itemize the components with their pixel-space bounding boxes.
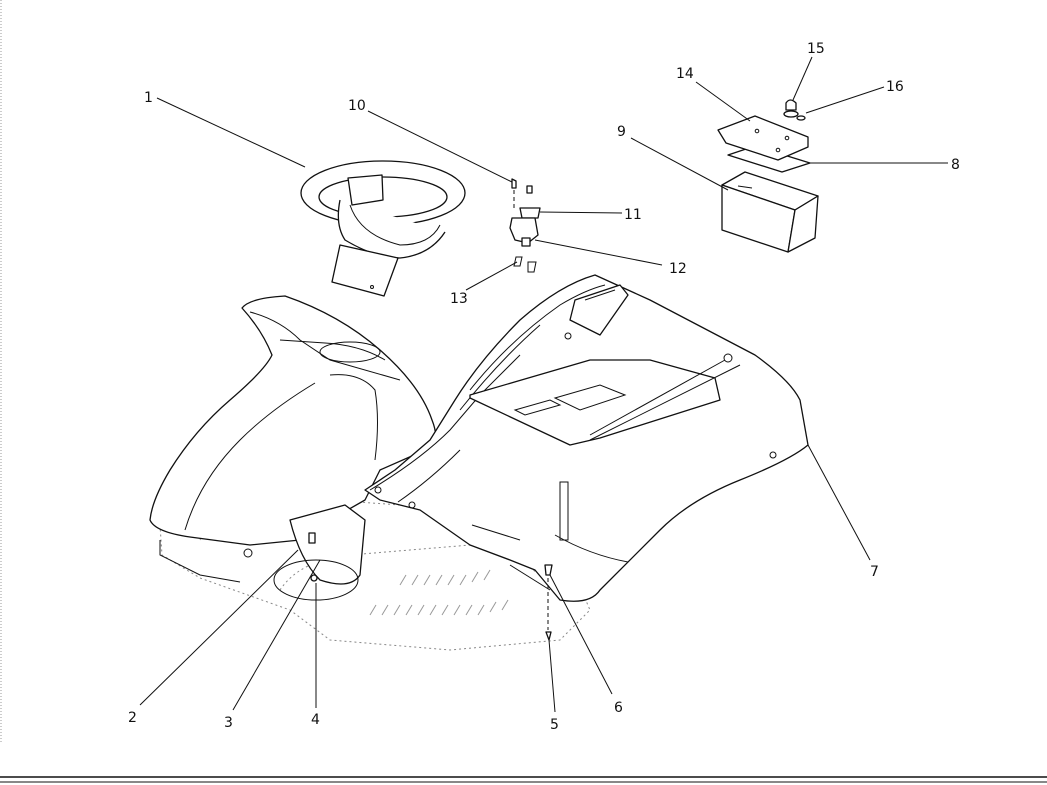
callout-9: 9 — [617, 124, 626, 140]
mounting-hardware — [308, 532, 553, 641]
dash-panel-left — [149, 295, 437, 601]
battery-tray — [469, 353, 741, 446]
callout-6: 6 — [614, 700, 623, 716]
battery-box — [721, 171, 819, 253]
ignition-switch — [509, 178, 541, 273]
callout-labels: 1 2 3 4 5 6 7 8 9 10 11 12 13 14 15 16 — [128, 41, 960, 733]
callout-3: 3 — [224, 715, 233, 731]
steering-wheel — [300, 160, 466, 297]
callout-2: 2 — [128, 710, 137, 726]
callout-1: 1 — [144, 90, 153, 106]
battery-cover-plate — [717, 115, 809, 161]
callout-15: 15 — [807, 41, 825, 57]
callout-10: 10 — [348, 98, 366, 114]
callout-12: 12 — [669, 261, 687, 277]
callout-5: 5 — [550, 717, 559, 733]
callout-13: 13 — [450, 291, 468, 307]
callout-4: 4 — [311, 712, 320, 728]
callout-14: 14 — [676, 66, 694, 82]
callout-16: 16 — [886, 79, 904, 95]
callout-7: 7 — [870, 564, 879, 580]
callout-8: 8 — [951, 157, 960, 173]
leader-lines — [139, 56, 948, 713]
cover-knob — [783, 99, 806, 121]
callout-11: 11 — [624, 207, 642, 223]
